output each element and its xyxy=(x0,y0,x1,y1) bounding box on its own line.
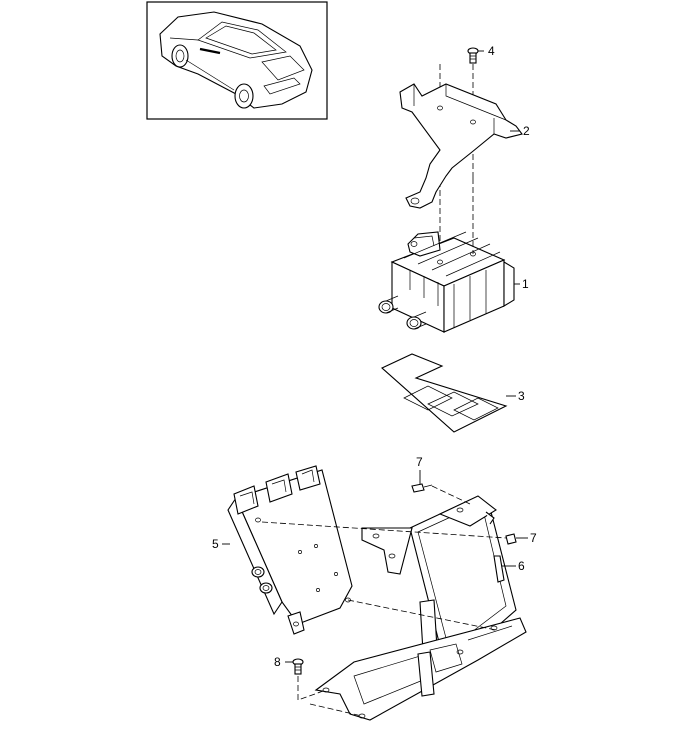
callout-3: 3 xyxy=(518,389,525,403)
part-4-bolt xyxy=(467,47,479,64)
part-1-valve-block xyxy=(378,231,515,333)
part-7-screw-top xyxy=(411,483,433,493)
callout-8: 8 xyxy=(274,655,281,669)
part-7-axis-right xyxy=(261,521,507,539)
part-3-pad xyxy=(381,353,508,433)
callout-7-right: 7 xyxy=(530,531,537,545)
part-5-control-unit xyxy=(227,465,353,635)
part-8-axis xyxy=(297,676,327,701)
car-thumbnail-icon xyxy=(159,11,313,109)
callout-7-top: 7 xyxy=(416,455,423,469)
callout-6: 6 xyxy=(518,559,525,573)
part-8-bolt xyxy=(292,658,304,675)
part-6-carrier-frame xyxy=(314,495,527,721)
thumbnail-frame xyxy=(146,1,328,120)
part-5-axis-lower xyxy=(347,599,497,631)
vehicle-thumbnail xyxy=(146,1,328,120)
callout-5: 5 xyxy=(212,537,219,551)
part-7-screw-right xyxy=(505,533,517,545)
part-7-axis-top xyxy=(431,485,471,505)
callout-1: 1 xyxy=(522,277,529,291)
callout-2: 2 xyxy=(523,124,530,138)
callout-4: 4 xyxy=(488,44,495,58)
part-2-bracket xyxy=(399,83,523,209)
